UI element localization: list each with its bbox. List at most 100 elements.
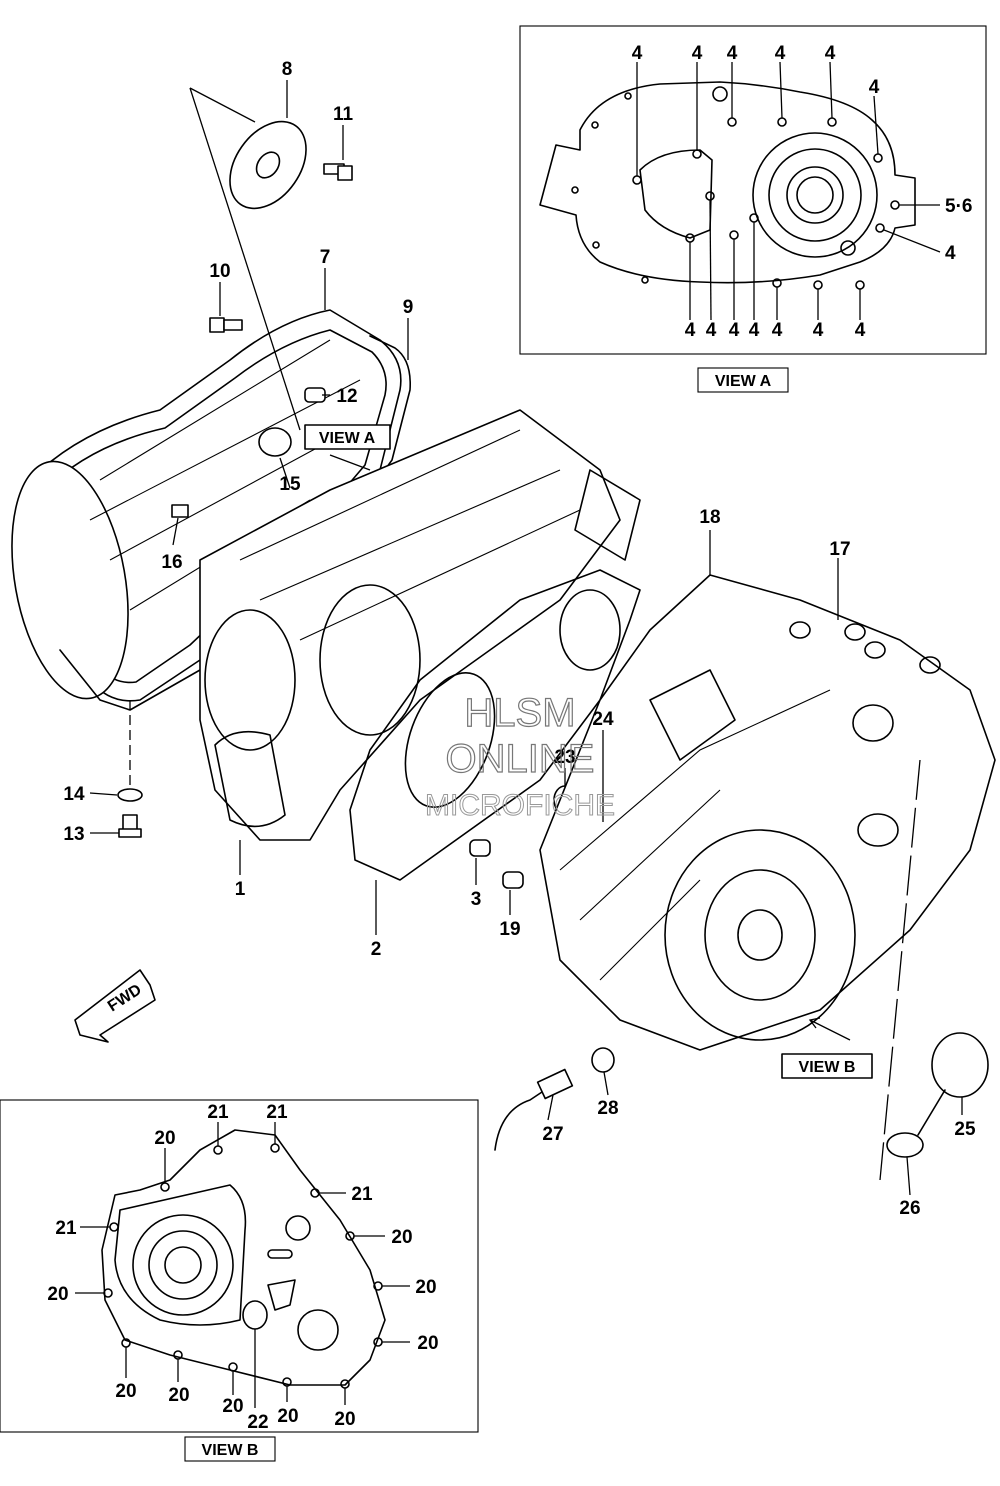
watermark: HLSM ONLINE MICROFICHE <box>425 690 616 822</box>
view-b-callout-21: 21 <box>55 1218 77 1239</box>
callout-18: 18 <box>699 507 720 528</box>
view-b-callout-21: 21 <box>266 1102 288 1123</box>
cover-18-ribs <box>559 689 831 981</box>
crankcase-cover-18-outline <box>539 574 996 1051</box>
callout-1: 1 <box>235 879 246 900</box>
bolt-10 <box>209 317 243 333</box>
crankcase-1-outline <box>199 409 621 841</box>
view-a-inner-recess <box>639 149 713 239</box>
watermark-line-3: MICROFICHE <box>425 789 615 822</box>
fwd-arrow: FWD <box>74 969 156 1043</box>
cover-18-dome <box>664 829 856 1041</box>
callout-17: 17 <box>829 539 850 560</box>
view-b-callout-20: 20 <box>417 1333 438 1354</box>
crankcase-1-pipe <box>214 730 286 828</box>
view-a-callout-4: 4 <box>727 43 738 64</box>
view-a-callout-4: 4 <box>945 243 956 264</box>
view-a-clutch-ring <box>768 148 862 242</box>
view-a-callout-4: 4 <box>813 320 824 341</box>
view-a-callout-4: 4 <box>825 43 836 64</box>
crankcase-1-ribs <box>239 429 581 641</box>
view-b-leaders <box>75 1122 410 1408</box>
clutch-cover-assembly <box>11 120 412 838</box>
watermark-line-1: HLSM <box>464 691 575 735</box>
callout-15: 15 <box>279 474 301 495</box>
callout-11: 11 <box>333 104 354 125</box>
view-b-callout-20: 20 <box>47 1284 68 1305</box>
callout-9: 9 <box>403 297 414 318</box>
view-a-callout-4: 4 <box>869 77 880 98</box>
view-a-clutch-hub <box>786 166 844 224</box>
gasket-2 <box>349 569 641 881</box>
callout-26: 26 <box>899 1198 920 1219</box>
cylinder-bore-1 <box>319 584 421 736</box>
view-a-callout-4: 4 <box>855 320 866 341</box>
view-b-callout-20: 20 <box>277 1406 298 1427</box>
dowel-19 <box>502 871 524 889</box>
view-b-callout-20: 20 <box>334 1409 355 1430</box>
callout-19: 19 <box>499 919 520 940</box>
view-b-callout-20: 20 <box>222 1396 243 1417</box>
view-b-callout-22: 22 <box>247 1412 268 1433</box>
washer-28 <box>591 1047 615 1073</box>
cover-18-boss <box>649 669 736 761</box>
callout-2: 2 <box>371 939 382 960</box>
bolt-16 <box>171 504 189 518</box>
view-b-caption: VIEW B <box>202 1442 259 1459</box>
callout-12: 12 <box>336 386 357 407</box>
view-b-callout-21: 21 <box>207 1102 229 1123</box>
view-a-callout-4: 4 <box>729 320 740 341</box>
dipstick-25 <box>917 1032 989 1136</box>
view-a-caption-box <box>697 367 789 393</box>
cylinder-bore-2 <box>204 609 296 751</box>
sensor-27 <box>494 1068 574 1151</box>
view-b-pointer-box <box>781 1053 873 1079</box>
view-b-callout-20: 20 <box>168 1385 189 1406</box>
view-a-inset: 4 4 4 4 4 4 5·6 4 4 4 4 4 4 4 4 VIEW A <box>519 25 987 393</box>
clutch-cover-ribs <box>89 339 361 611</box>
view-b-frame <box>0 1099 479 1433</box>
view-a-clutch-housing <box>752 132 878 258</box>
view-a-callout-4: 4 <box>692 43 703 64</box>
bolt-13 <box>118 814 142 838</box>
crankcase-cover-18 <box>539 530 996 1051</box>
oil-seal-15 <box>258 427 292 457</box>
view-a-callout-4: 4 <box>632 43 643 64</box>
main-leaders <box>89 80 963 1196</box>
callout-10: 10 <box>209 261 230 282</box>
dowel-3 <box>469 839 491 857</box>
callout-23: 23 <box>554 747 575 768</box>
callout-14: 14 <box>63 784 85 805</box>
callout-27: 27 <box>542 1124 563 1145</box>
view-b-housing <box>132 1214 234 1316</box>
view-b-callout-20: 20 <box>115 1381 136 1402</box>
clutch-cover-dome <box>11 460 129 700</box>
view-b-inset: 21 21 20 21 21 20 20 20 20 20 20 20 22 2… <box>0 1099 479 1462</box>
cover-18-bosses <box>789 621 941 674</box>
bolt-11 <box>323 163 353 181</box>
callout-8: 8 <box>282 59 293 80</box>
callout-7: 7 <box>320 247 331 268</box>
o-ring-26 <box>886 1132 924 1158</box>
view-b-callout-20: 20 <box>391 1227 412 1248</box>
view-a-leaders <box>636 61 941 321</box>
view-b-callout-21: 21 <box>351 1184 373 1205</box>
watermark-line-2: ONLINE <box>446 737 595 781</box>
view-b-inner-panel <box>114 1184 247 1326</box>
callout-16: 16 <box>161 552 182 573</box>
callout-25: 25 <box>954 1119 976 1140</box>
view-a-callout-4: 4 <box>772 320 783 341</box>
view-a-caption: VIEW A <box>715 373 772 390</box>
view-a-callout-4: 4 <box>706 320 717 341</box>
view-a-pointer-label: VIEW A <box>319 430 376 447</box>
view-b-caption-box <box>184 1436 276 1462</box>
callout-28: 28 <box>597 1098 618 1119</box>
view-b-callout-20: 20 <box>415 1277 436 1298</box>
view-a-clutch-center <box>796 176 834 214</box>
view-b-pointer-label: VIEW B <box>799 1059 856 1076</box>
plate-8 <box>229 120 307 210</box>
view-a-callout-4: 4 <box>775 43 786 64</box>
view-a-callout-4: 4 <box>685 320 696 341</box>
view-b-callout-20: 20 <box>154 1128 175 1149</box>
